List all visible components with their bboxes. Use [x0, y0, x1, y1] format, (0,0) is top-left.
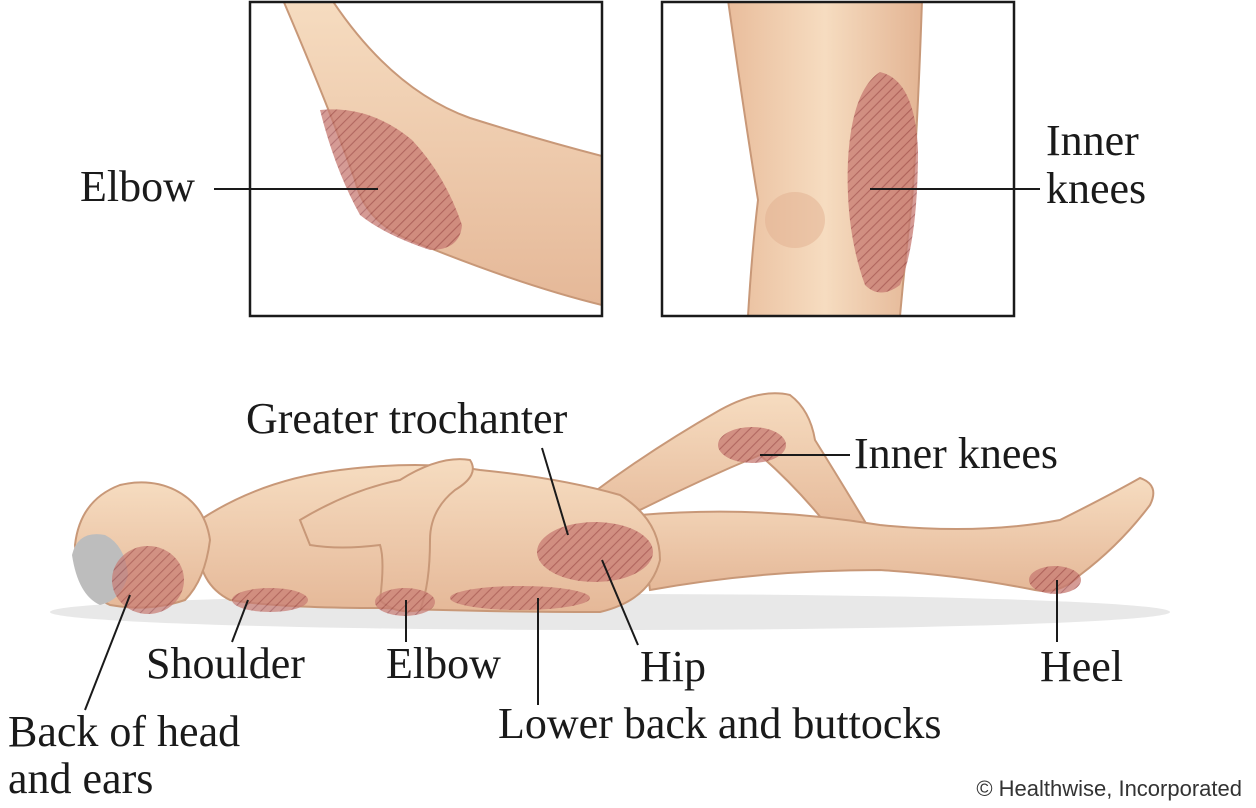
label-lower-back: Lower back and buttocks — [498, 699, 942, 748]
back-of-head-pressure — [112, 546, 184, 614]
label-greater-trochanter: Greater trochanter — [246, 394, 568, 443]
elbow-pressure-area — [320, 109, 462, 250]
shoulder-pressure — [232, 588, 308, 612]
folded-arms — [298, 458, 474, 613]
label-back-of-head-line2: and ears — [8, 754, 154, 803]
inset-frame — [660, 0, 1016, 318]
inner-knee-pressure — [718, 427, 786, 463]
inner-knee-pressure-area — [847, 72, 918, 293]
copyright-credit: © Healthwise, Incorporated — [976, 776, 1242, 801]
body-figure — [50, 392, 1170, 711]
straight-leg — [638, 476, 1155, 592]
label-inner-knees-inset-line2: knees — [1046, 164, 1147, 213]
label-elbow-inset: Elbow — [80, 162, 195, 211]
label-inner-knees-inset-line1: Inner — [1046, 116, 1139, 165]
label-shoulder: Shoulder — [146, 639, 305, 688]
leader-head — [84, 594, 131, 711]
hip-pressure — [537, 522, 653, 582]
leader-shoulder — [231, 599, 249, 643]
knee-inset — [660, 0, 1040, 318]
arm-shape — [282, 2, 602, 307]
heel-pressure — [1029, 566, 1081, 594]
label-inner-knees: Inner knees — [854, 429, 1059, 478]
lower-back-pressure — [450, 586, 590, 610]
kneecap-shadow — [765, 192, 825, 248]
elbow-inset — [214, 0, 604, 318]
label-hip: Hip — [640, 642, 706, 691]
label-back-of-head-line1: Back of head — [8, 707, 241, 756]
leader-trochanter — [541, 447, 569, 536]
leader-hip — [601, 559, 639, 646]
label-elbow: Elbow — [386, 639, 501, 688]
inset-frame — [248, 0, 604, 318]
label-heel: Heel — [1040, 642, 1124, 691]
